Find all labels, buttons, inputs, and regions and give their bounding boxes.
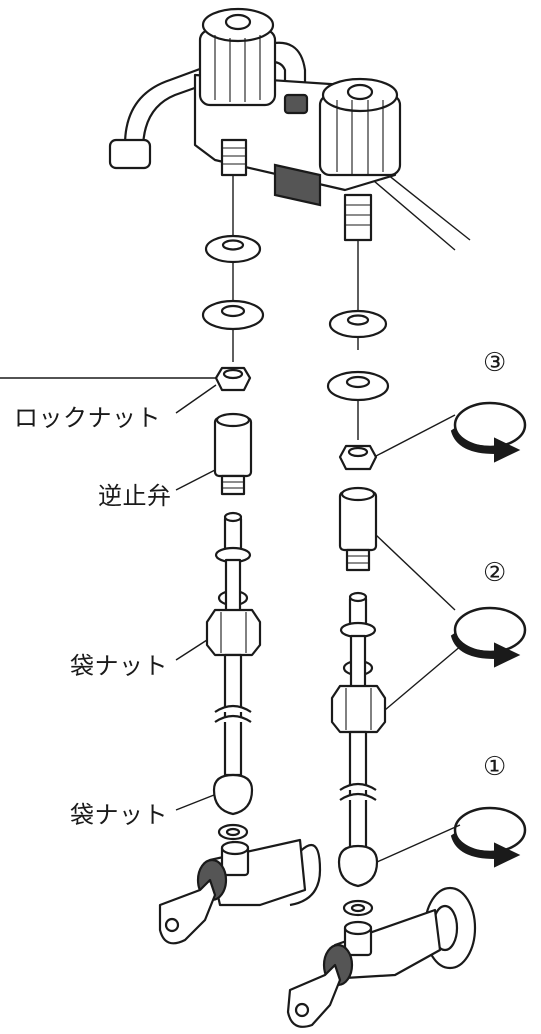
clockwise-rotation-arrow-icon (450, 401, 527, 463)
step-1-marker: ① (483, 752, 507, 782)
right-cap-nut-upper (330, 684, 387, 734)
lock-nut-label: ロックナット (14, 404, 161, 432)
clockwise-rotation-arrow-icon (450, 806, 527, 868)
right-cap-nut-lower (337, 844, 379, 888)
cap-nut-upper-label: 袋ナット (70, 652, 168, 680)
faucet-assembly (108, 7, 471, 251)
right-column-parts (286, 309, 477, 1028)
cap-nut-lower-label: 袋ナット (70, 801, 168, 829)
left-cap-nut-upper (205, 608, 262, 657)
left-cap-nut-lower (212, 773, 254, 816)
left-column-parts (158, 234, 322, 945)
clockwise-rotation-arrow-icon (450, 606, 527, 668)
check-valve-label: 逆止弁 (98, 482, 172, 510)
step-3-marker: ③ (483, 348, 507, 378)
right-stop-valve (286, 886, 477, 1028)
left-stop-valve (158, 838, 322, 945)
step-2-marker: ② (483, 558, 507, 588)
